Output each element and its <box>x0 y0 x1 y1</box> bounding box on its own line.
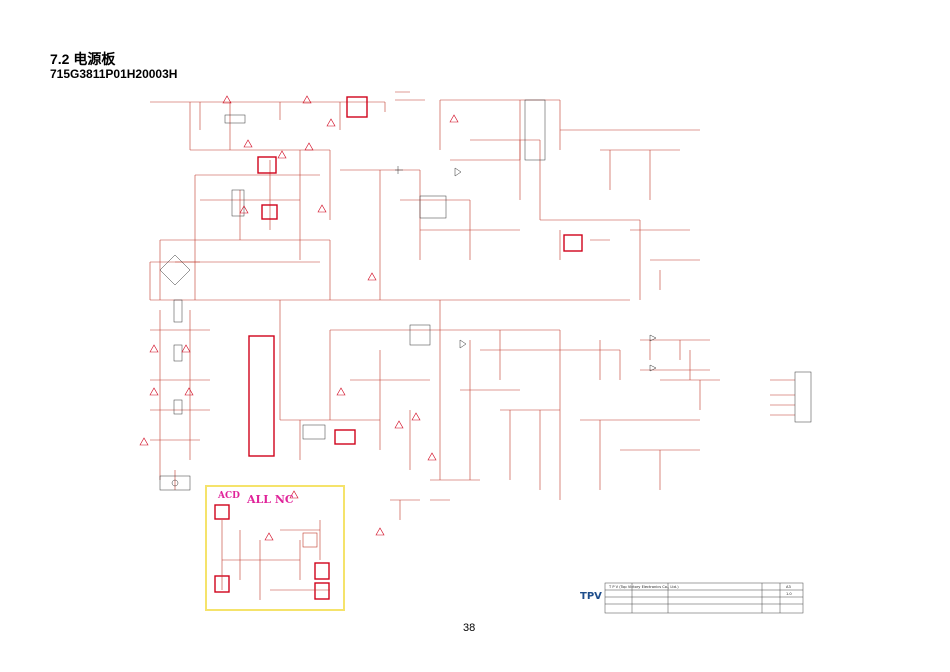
page-number: 38 <box>463 622 476 634</box>
title-block-company: T P V (Top Victory Electronics Co., Ltd.… <box>608 585 679 589</box>
component-markers <box>159 99 812 491</box>
acd-label: ACD <box>217 491 240 501</box>
tpv-logo: TPV <box>580 591 602 602</box>
title-block <box>604 582 804 614</box>
acd-overlay-region <box>205 485 345 611</box>
acd-region-wiring <box>221 520 330 600</box>
acd-note: ALL NC <box>246 493 294 506</box>
title-block-rev: 1.0 <box>786 592 792 596</box>
schematic-wiring <box>149 91 795 520</box>
title-block-size: A3 <box>786 585 791 589</box>
model-number: 715G3811P01H20003H <box>50 67 178 81</box>
highlight-boxes <box>214 96 583 600</box>
section-heading: 7.2 电源板 <box>50 51 116 67</box>
warning-triangle-icons <box>139 95 459 541</box>
